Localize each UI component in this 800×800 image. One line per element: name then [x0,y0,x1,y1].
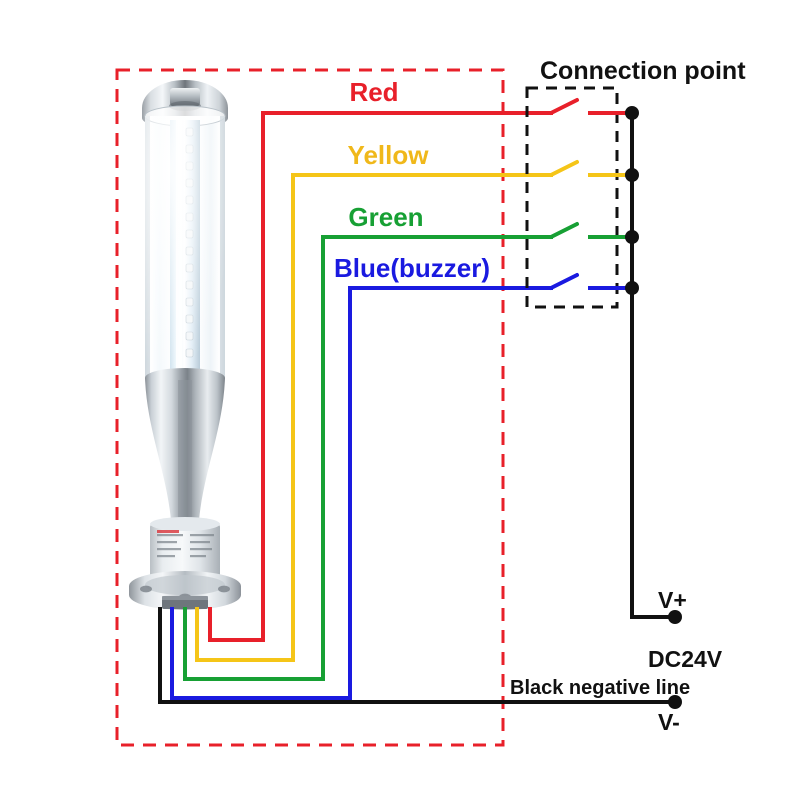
label-red: Red [349,77,398,107]
wire-green [183,235,553,681]
wire-yellow [195,173,553,662]
tower-body [145,368,225,522]
switch-green [549,222,579,239]
positive-bus-line [630,111,677,619]
dot-v-minus [668,695,682,709]
bus-junction-dots [625,106,682,709]
label-yellow: Yellow [348,140,430,170]
dot-blue [625,281,639,295]
connection-point-box [525,86,619,309]
dot-green [625,230,639,244]
switch-blue [549,273,579,290]
dot-red [625,106,639,120]
switch-yellow [549,160,579,177]
red-dashed-region [115,68,505,747]
switch-red [549,98,579,115]
label-v-plus: V+ [658,587,687,613]
wire-blue [170,286,553,700]
label-blue: Blue(buzzer) [334,253,490,283]
switch-contacts [549,98,579,290]
dot-v-plus [668,610,682,624]
switch-output-stubs [588,111,634,290]
wire-red [208,111,553,642]
tower-tube [144,105,226,378]
label-connection-point: Connection point [540,57,746,85]
led-tower-light [129,80,241,610]
tower-label-ring [150,517,220,578]
label-black-negative-line: Black negative line [510,677,690,699]
label-green: Green [348,202,423,232]
dot-yellow [625,168,639,182]
tower-flange [129,571,241,610]
label-supply-voltage: DC24V [648,646,723,672]
wire-black-negative [158,607,677,704]
label-v-minus: V- [658,709,680,735]
